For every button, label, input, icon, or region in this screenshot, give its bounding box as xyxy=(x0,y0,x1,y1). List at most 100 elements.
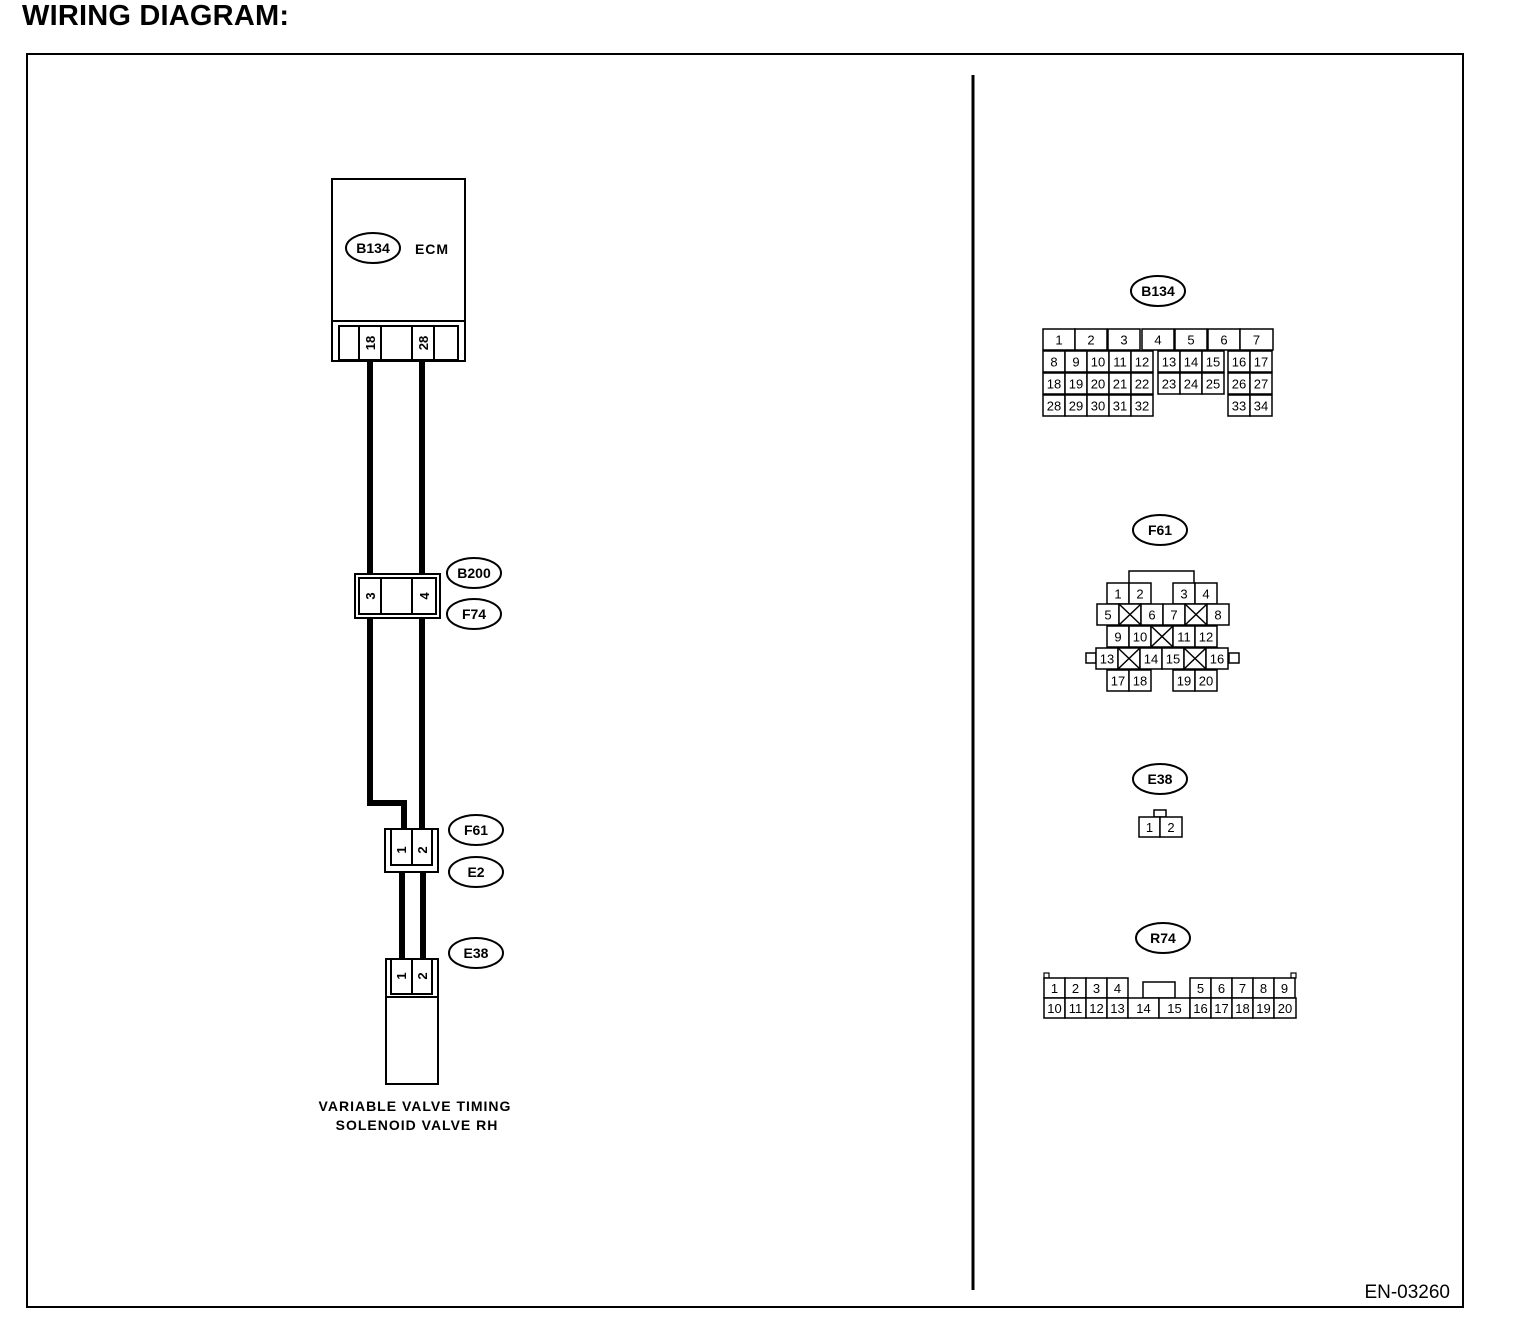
b134-pin-22-cell xyxy=(1130,372,1154,395)
b134-pin-30: 30 xyxy=(1091,399,1105,414)
r74-pin-5: 5 xyxy=(1197,981,1204,996)
joint-connector-b200-f74: 3 4 B200 F74 xyxy=(354,557,502,630)
b134-pin-10: 10 xyxy=(1091,355,1105,370)
b134-pin-12: 12 xyxy=(1135,355,1149,370)
joint-b200-pin-4: 4 xyxy=(417,592,432,600)
f61-pin-12: 12 xyxy=(1199,630,1213,645)
b134-pin-34-cell xyxy=(1249,394,1273,417)
joint-b200-pin-cell-4 xyxy=(411,577,437,615)
r74-view-tag-oval xyxy=(1135,922,1191,954)
b200-tag: B200 xyxy=(457,565,491,581)
f61-pin-17: 17 xyxy=(1111,674,1125,689)
r74-pin-10: 10 xyxy=(1047,1001,1061,1016)
f61-key-left-cell xyxy=(1085,652,1097,664)
b134-pin-20: 20 xyxy=(1091,377,1105,392)
r74-pin-3: 3 xyxy=(1093,981,1100,996)
f61-pin-16: 16 xyxy=(1210,652,1224,667)
b134-pin-16: 16 xyxy=(1232,355,1246,370)
b134-pin-4-cell xyxy=(1141,328,1175,351)
e38-view-tag-oval xyxy=(1132,763,1188,795)
b134-pin-11: 11 xyxy=(1113,355,1127,370)
r74-pin-12: 12 xyxy=(1089,1001,1103,1016)
r74-pin-1: 1 xyxy=(1051,981,1058,996)
f61-blank-d-cross xyxy=(1117,647,1141,670)
f74-tag-oval xyxy=(446,598,502,630)
b134-pin-7-cell xyxy=(1239,328,1274,351)
f61-view-tag: F61 xyxy=(1148,522,1172,538)
e38-view-pin-1: 1 xyxy=(1146,820,1153,835)
f61-blank-a-cross xyxy=(1118,603,1142,626)
f61-key-right-cell xyxy=(1228,652,1240,664)
b134-pin-26: 26 xyxy=(1232,377,1246,392)
b134-pin-17-cell xyxy=(1249,350,1273,373)
b134-pin-1: 1 xyxy=(1055,333,1062,348)
r74-pin-16: 16 xyxy=(1193,1001,1207,1016)
b134-pin-19: 19 xyxy=(1069,377,1083,392)
f61-blank-b-cross xyxy=(1184,603,1208,626)
f61-pin-7: 7 xyxy=(1170,608,1177,623)
r74-pin-15: 15 xyxy=(1167,1001,1181,1016)
f61-pin-4: 4 xyxy=(1202,587,1209,602)
r74-pin-9: 9 xyxy=(1281,981,1288,996)
b134-pin-9: 9 xyxy=(1072,355,1079,370)
b134-pin-5: 5 xyxy=(1187,333,1194,348)
f61-pin-6: 6 xyxy=(1148,608,1155,623)
ecm-pin-cell-28 xyxy=(411,325,435,361)
f61-view-tag-oval xyxy=(1132,514,1188,546)
b134-pin-8: 8 xyxy=(1050,355,1057,370)
ecm-pin-cell-18 xyxy=(358,325,382,361)
joint-b200-pin-cell-3 xyxy=(358,577,382,615)
r74-pin-17: 17 xyxy=(1214,1001,1228,1016)
f61-pin-5: 5 xyxy=(1104,608,1111,623)
f61-pin-18-cell xyxy=(1128,669,1152,692)
f61-pin-20: 20 xyxy=(1199,674,1213,689)
solenoid-label-line2: SOLENOID VALVE RH xyxy=(336,1117,499,1133)
b134-pin-22: 22 xyxy=(1135,377,1149,392)
page-heading: WIRING DIAGRAM: xyxy=(22,0,290,32)
f61-blank-e-cross xyxy=(1183,647,1207,670)
joint-connector-f61-e2: 1 2 F61 E2 xyxy=(384,814,504,888)
b134-pin-34: 34 xyxy=(1254,399,1268,414)
f61-pin-11: 11 xyxy=(1177,630,1191,645)
r74-pin-8: 8 xyxy=(1260,981,1267,996)
b134-pin-15: 15 xyxy=(1206,355,1220,370)
b134-pin-6: 6 xyxy=(1220,333,1227,348)
joint-b200-pin-3: 3 xyxy=(363,592,378,599)
f61-pin-9: 9 xyxy=(1114,630,1121,645)
f61-pin-18: 18 xyxy=(1133,674,1147,689)
b134-pin-2: 2 xyxy=(1087,333,1094,348)
r74-pin-6: 6 xyxy=(1218,981,1225,996)
e2-tag-oval xyxy=(448,856,504,888)
r74-pin-19: 19 xyxy=(1256,1001,1270,1016)
b134-pin-25-cell xyxy=(1201,372,1225,395)
solenoid-pin-1: 1 xyxy=(394,972,409,979)
f61-pin-16-cell xyxy=(1205,647,1229,670)
f61-pin-8-cell xyxy=(1206,603,1230,626)
f61-pin-13: 13 xyxy=(1100,652,1114,667)
b134-pin-32-cell xyxy=(1130,394,1154,417)
e2-tag: E2 xyxy=(467,864,484,880)
r74-pin-20: 20 xyxy=(1278,1001,1292,1016)
wire-f74-3-to-f61-1 xyxy=(367,616,407,830)
b134-pin-7: 7 xyxy=(1253,333,1260,348)
joint-f61-pin-1: 1 xyxy=(394,846,409,853)
r74-pin-11: 11 xyxy=(1069,1001,1083,1016)
e38-tag-oval xyxy=(448,937,504,969)
b134-pin-31: 31 xyxy=(1113,399,1127,414)
b134-pin-27: 27 xyxy=(1254,377,1268,392)
r74-pin-13: 13 xyxy=(1110,1001,1124,1016)
f61-pin-2: 2 xyxy=(1136,587,1143,602)
f61-pin-14: 14 xyxy=(1144,652,1158,667)
ecm-pin-28: 28 xyxy=(416,336,431,350)
f61-pin-19: 19 xyxy=(1177,674,1191,689)
b200-tag-oval xyxy=(446,557,502,589)
b134-pin-21: 21 xyxy=(1113,377,1127,392)
f61-tag-oval xyxy=(448,814,504,846)
r74-pin-4: 4 xyxy=(1114,981,1121,996)
ecm-pin-18: 18 xyxy=(363,336,378,350)
r74-pin-14: 14 xyxy=(1136,1001,1150,1016)
f61-blank-c-cross xyxy=(1150,625,1174,648)
